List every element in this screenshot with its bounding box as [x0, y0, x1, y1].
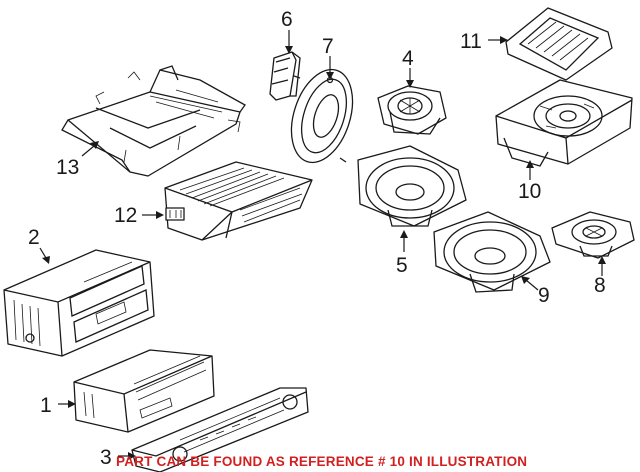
- part-9-door-speaker: [433, 211, 551, 293]
- part-12-amplifier: [164, 161, 313, 241]
- callout-1: 1: [40, 394, 52, 417]
- leader-lines: [39, 30, 606, 460]
- part-6-tweeter-bracket: [269, 51, 301, 101]
- callout-6: 6: [281, 8, 293, 31]
- part-8-small-tweeter: [551, 211, 635, 259]
- part-3-climate-panel: [131, 387, 309, 472]
- callout-11: 11: [460, 30, 482, 53]
- callout-9: 9: [538, 284, 550, 307]
- callout-13: 13: [56, 156, 79, 179]
- callout-12: 12: [114, 204, 137, 227]
- part-5-door-speaker: [357, 145, 467, 227]
- part-2-head-unit: [3, 249, 155, 357]
- callout-10: 10: [518, 180, 541, 203]
- callout-3: 3: [100, 446, 112, 469]
- part-1-control-panel: [73, 349, 215, 433]
- callout-7: 7: [322, 35, 334, 58]
- part-10-subwoofer: [495, 79, 633, 167]
- part-13-bracket: [61, 65, 246, 177]
- part-4-tweeter: [377, 85, 447, 135]
- callout-2: 2: [28, 226, 40, 249]
- part-7-midrange-speaker: [290, 68, 354, 164]
- callout-5: 5: [396, 254, 408, 277]
- reference-notice: PART CAN BE FOUND AS REFERENCE # 10 IN I…: [116, 454, 527, 469]
- part-11-speaker-grille: [505, 7, 613, 81]
- callout-4: 4: [402, 47, 414, 70]
- callout-8: 8: [594, 274, 606, 297]
- callout-numbers: 6 7 4 11 13 12 10 5 9 8 2 1 3: [28, 8, 606, 469]
